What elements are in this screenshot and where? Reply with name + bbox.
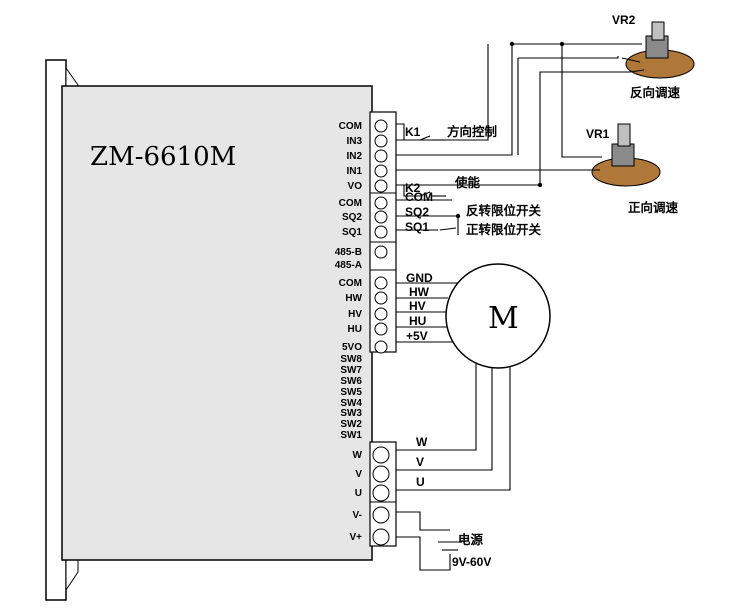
terminal-label-3: IN1 — [346, 166, 362, 177]
terminal-screw-3[interactable] — [374, 164, 388, 178]
terminal-label-11: HW — [345, 293, 362, 304]
terminal-label-10: COM — [339, 278, 362, 289]
forward-limit-label: 正转限位开关 — [466, 222, 542, 237]
com-wire-label: COM — [405, 190, 433, 204]
terminal-screw-13[interactable] — [374, 322, 388, 336]
terminal-screw-2[interactable] — [374, 149, 388, 163]
enable-label: 使能 — [454, 175, 481, 190]
terminal-label-22: SW1 — [340, 430, 362, 441]
terminal-screw-24[interactable] — [372, 465, 390, 483]
terminal-label-20: SW3 — [340, 408, 362, 419]
terminal-label-12: HV — [348, 309, 362, 320]
wire-labels: K1 K2 COM SQ2 SQ1 GND HW HV HU +5V W V U — [405, 125, 433, 489]
controller-body: ZM-6610M — [45, 59, 373, 601]
terminal-screw-23[interactable] — [372, 446, 390, 464]
terminal-label-17: SW6 — [340, 376, 362, 387]
terminal-label-13: HU — [348, 324, 362, 335]
motor: M — [445, 263, 551, 369]
terminal-label-4: VO — [348, 181, 363, 192]
terminal-label-16: SW7 — [340, 365, 362, 376]
terminal-label-1: IN3 — [346, 136, 362, 147]
annotations: 方向控制 使能 反转限位开关 正转限位开关 VR2 VR1 反向调速 正向调速 … — [447, 13, 681, 569]
terminal-screw-4[interactable] — [374, 179, 388, 193]
v-label: V — [416, 455, 424, 469]
terminal-label-26: V- — [353, 510, 362, 521]
terminal-screw-10[interactable] — [374, 276, 388, 290]
potentiometer-vr2[interactable] — [621, 21, 695, 79]
terminal-screw-6[interactable] — [374, 210, 388, 224]
terminal-screw-7[interactable] — [374, 225, 388, 239]
terminal-screw-5[interactable] — [374, 196, 388, 210]
terminal-label-9: 485-A — [335, 260, 362, 271]
hw-label: HW — [409, 285, 430, 299]
terminal-label-7: SQ1 — [342, 227, 362, 238]
terminal-label-19: SW4 — [340, 398, 362, 409]
reverse-limit-label: 反转限位开关 — [466, 203, 542, 218]
direction-control-label: 方向控制 — [447, 124, 497, 139]
terminal-label-14: 5VO — [342, 342, 362, 353]
terminal-screw-8[interactable] — [374, 245, 388, 259]
terminal-screw-14[interactable] — [374, 340, 388, 354]
voltage-label: 9V-60V — [452, 555, 491, 569]
terminal-label-2: IN2 — [346, 151, 362, 162]
terminal-screw-1[interactable] — [374, 134, 388, 148]
plus5v-label: +5V — [406, 329, 428, 343]
sq1-label: SQ1 — [405, 220, 429, 234]
terminal-label-18: SW5 — [340, 387, 362, 398]
terminal-label-5: COM — [339, 198, 362, 209]
w-label: W — [416, 435, 428, 449]
terminal-label-21: SW2 — [340, 419, 362, 430]
terminal-screw-0[interactable] — [374, 119, 388, 133]
sq2-label: SQ2 — [405, 205, 429, 219]
hu-label: HU — [409, 314, 426, 328]
k1-label: K1 — [405, 125, 421, 139]
terminal-label-27: V+ — [349, 532, 362, 543]
terminal-screw-11[interactable] — [374, 291, 388, 305]
terminal-label-8: 485-B — [335, 247, 362, 258]
power-label: 电源 — [458, 532, 484, 547]
terminal-screws — [372, 119, 390, 546]
terminal-screw-25[interactable] — [372, 484, 390, 502]
hv-label: HV — [409, 299, 426, 313]
gnd-label: GND — [406, 271, 433, 285]
vr1-label: VR1 — [586, 127, 610, 141]
potentiometer-vr1[interactable] — [591, 123, 661, 187]
terminal-label-15: SW8 — [340, 354, 362, 365]
model-label: ZM-6610M — [90, 142, 236, 172]
wires — [396, 43, 642, 571]
u-label: U — [416, 475, 425, 489]
terminal-label-6: SQ2 — [342, 212, 362, 223]
terminal-screw-26[interactable] — [372, 506, 390, 524]
forward-speed-label: 正向调速 — [628, 200, 679, 215]
terminal-label-24: V — [355, 469, 362, 480]
k2-label: K2 — [405, 181, 421, 195]
terminal-label-25: U — [355, 488, 362, 499]
motor-label: M — [488, 301, 519, 336]
reverse-speed-label: 反向调速 — [630, 85, 681, 100]
terminal-screw-27[interactable] — [372, 528, 390, 546]
terminal-screw-12[interactable] — [374, 307, 388, 321]
vr2-label: VR2 — [612, 13, 636, 27]
junction-dots — [455, 41, 565, 219]
terminal-label-0: COM — [339, 121, 362, 132]
terminal-label-23: W — [353, 450, 363, 461]
